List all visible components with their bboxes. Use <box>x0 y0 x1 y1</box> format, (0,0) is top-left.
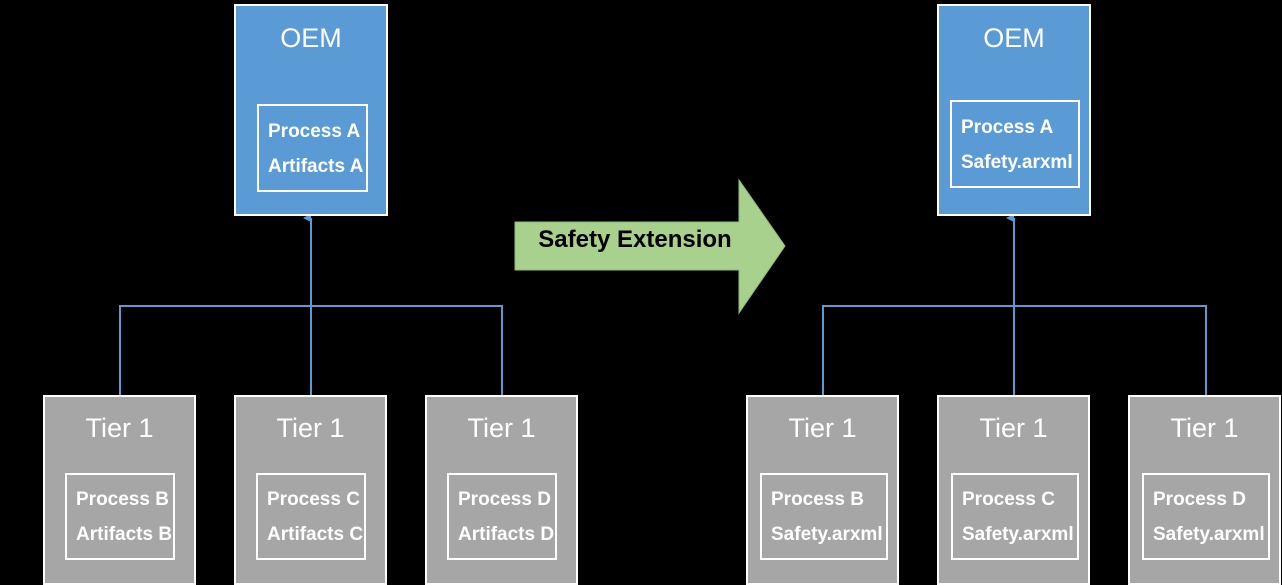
left-tier-c-box: Tier 1 Process C Artifacts C <box>234 395 387 585</box>
left-oem-process: Process A <box>268 121 361 142</box>
left-tier-c-artifacts: Artifacts C <box>267 524 364 545</box>
right-oem-box: OEM Process A Safety.arxml <box>937 4 1091 216</box>
right-tier-d-box: Tier 1 Process D Safety.arxml <box>1128 395 1281 585</box>
left-tier-b-artifacts: Artifacts B <box>76 524 173 545</box>
right-oem-safety-file: Safety.arxml <box>961 152 1073 173</box>
right-oem-process-box: Process A Safety.arxml <box>950 100 1080 188</box>
right-tier-b-safety-file: Safety.arxml <box>771 524 883 545</box>
left-oem-box: OEM Process A Artifacts A <box>234 4 388 216</box>
left-tier-d-process: Process D <box>458 489 551 510</box>
right-tier-d-safety-file: Safety.arxml <box>1153 524 1265 545</box>
safety-extension-arrow <box>514 178 786 315</box>
right-tier-c-process: Process C <box>962 489 1055 510</box>
right-tier-d-process-box: Process D Safety.arxml <box>1142 473 1270 560</box>
left-tier-d-title: Tier 1 <box>467 413 536 443</box>
right-oem-title: OEM <box>983 23 1045 53</box>
right-tier-b-process: Process B <box>771 489 864 510</box>
left-oem-title: OEM <box>280 23 342 53</box>
right-tier-b-process-box: Process B Safety.arxml <box>760 473 888 560</box>
left-oem-process-box: Process A Artifacts A <box>257 104 368 192</box>
right-oem-process: Process A <box>961 117 1054 138</box>
left-tier-c-process-box: Process C Artifacts C <box>256 473 366 560</box>
left-tier-d-artifacts: Artifacts D <box>458 524 555 545</box>
right-tier-c-process-box: Process C Safety.arxml <box>951 473 1079 560</box>
right-tier-b-title: Tier 1 <box>788 413 857 443</box>
right-tier-d-process: Process D <box>1153 489 1246 510</box>
left-tier-c-title: Tier 1 <box>276 413 345 443</box>
left-tier-d-box: Tier 1 Process D Artifacts D <box>425 395 578 585</box>
right-tier-c-title: Tier 1 <box>979 413 1048 443</box>
left-tier-b-box: Tier 1 Process B Artifacts B <box>43 395 196 585</box>
right-tier-c-safety-file: Safety.arxml <box>962 524 1074 545</box>
safety-extension-label: Safety Extension <box>538 226 732 253</box>
left-tier-b-process-box: Process B Artifacts B <box>65 473 175 560</box>
left-tier-b-title: Tier 1 <box>85 413 154 443</box>
right-tier-c-box: Tier 1 Process C Safety.arxml <box>937 395 1090 585</box>
left-tier-c-process: Process C <box>267 489 360 510</box>
right-tier-b-box: Tier 1 Process B Safety.arxml <box>746 395 899 585</box>
left-tier-d-process-box: Process D Artifacts D <box>447 473 557 560</box>
left-tier-b-process: Process B <box>76 489 169 510</box>
left-oem-artifacts: Artifacts A <box>268 156 364 177</box>
right-tier-d-title: Tier 1 <box>1170 413 1239 443</box>
